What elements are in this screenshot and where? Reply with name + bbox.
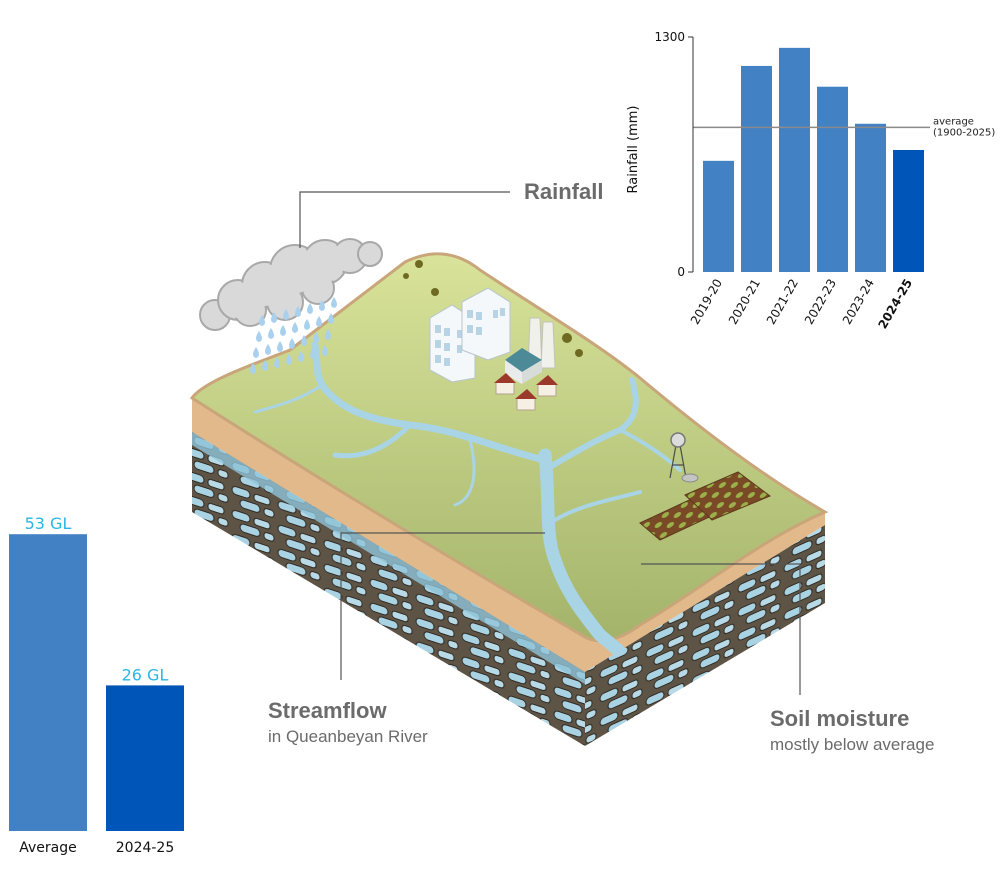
terrain-left-face <box>192 398 585 746</box>
raindrop <box>307 303 313 314</box>
rainfall-y-tick-label: 1300 <box>654 30 685 44</box>
raindrop <box>268 328 274 339</box>
raindrop <box>253 347 259 358</box>
raindrop <box>295 306 301 317</box>
soil-moisture-label: Soil moisture <box>770 706 910 731</box>
raindrop <box>292 322 298 333</box>
average-label-line1: average <box>933 116 974 127</box>
rainfall-bar-2023-24 <box>855 123 886 273</box>
river <box>253 341 682 657</box>
raindrop <box>271 312 277 323</box>
rainfall-bar-2022-23 <box>817 86 848 272</box>
raindrop <box>310 348 316 359</box>
raindrop <box>259 315 265 326</box>
rainfall-x-tick-2022-23: 2022-23 <box>802 277 839 327</box>
rainfall-x-tick-2020-21: 2020-21 <box>726 277 763 327</box>
rainfall-bar-2024-25 <box>893 149 924 272</box>
raindrop <box>286 354 292 365</box>
raindrop <box>250 363 256 374</box>
raindrop <box>331 297 337 308</box>
raindrop <box>313 332 319 343</box>
streamflow-category-label: 2024-25 <box>116 840 175 856</box>
rainfall-y-axis-label: Rainfall (mm) <box>626 106 641 194</box>
raindrop <box>322 345 328 356</box>
raindrop <box>256 331 262 342</box>
streamflow-data-label: 26 GL <box>122 665 169 684</box>
raindrop <box>316 316 322 327</box>
rainfall-leader-line <box>299 191 510 248</box>
rain-cloud <box>199 238 383 331</box>
streamflow-leader-line <box>340 532 545 680</box>
raindrop <box>328 313 334 324</box>
city-buildings <box>429 287 556 384</box>
crop-fields <box>639 471 772 541</box>
rainfall-x-tick-2019-20: 2019-20 <box>688 277 725 327</box>
rainfall-y-tick-label: 0 <box>677 265 685 279</box>
raindrop <box>325 329 331 340</box>
raindrop <box>289 338 295 349</box>
rainfall-label: Rainfall <box>524 179 604 204</box>
raindrop <box>265 344 271 355</box>
rainfall-bar-2019-20 <box>703 160 734 272</box>
raindrop <box>301 335 307 346</box>
streamflow-category-label: Average <box>19 840 77 856</box>
raindrop <box>280 325 286 336</box>
streamflow-bar-chart: 53 GL Average 26 GL 2024-25 <box>9 514 184 856</box>
soil-moisture-sublabel: mostly below average <box>770 735 935 754</box>
rainfall-x-tick-2024-25: 2024-25 <box>875 277 915 332</box>
streamflow-bar-Average <box>9 534 87 831</box>
soil-moisture-leader-line <box>641 563 801 695</box>
raindrop <box>298 351 304 362</box>
houses <box>494 373 558 411</box>
rainfall-bar-2021-22 <box>779 47 810 272</box>
average-label-line2: (1900-2025) <box>933 127 995 138</box>
raindrop <box>283 309 289 320</box>
streamflow-label: Streamflow <box>268 698 387 723</box>
raindrop <box>304 319 310 330</box>
streamflow-sublabel: in Queanbeyan River <box>268 727 428 746</box>
terrain-right-face <box>585 512 825 746</box>
rainfall-x-tick-2021-22: 2021-22 <box>764 277 801 327</box>
streamflow-data-label: 53 GL <box>25 514 72 533</box>
raindrops <box>250 297 337 374</box>
rainfall-bar-2020-21 <box>741 65 772 272</box>
raindrop <box>262 360 268 371</box>
streamflow-bar-2024-25 <box>106 685 184 831</box>
rainfall-x-tick-2023-24: 2023-24 <box>840 277 877 327</box>
raindrop <box>319 300 325 311</box>
trees <box>403 260 583 357</box>
raindrop <box>274 357 280 368</box>
raindrop <box>277 341 283 352</box>
windmill <box>669 432 699 483</box>
